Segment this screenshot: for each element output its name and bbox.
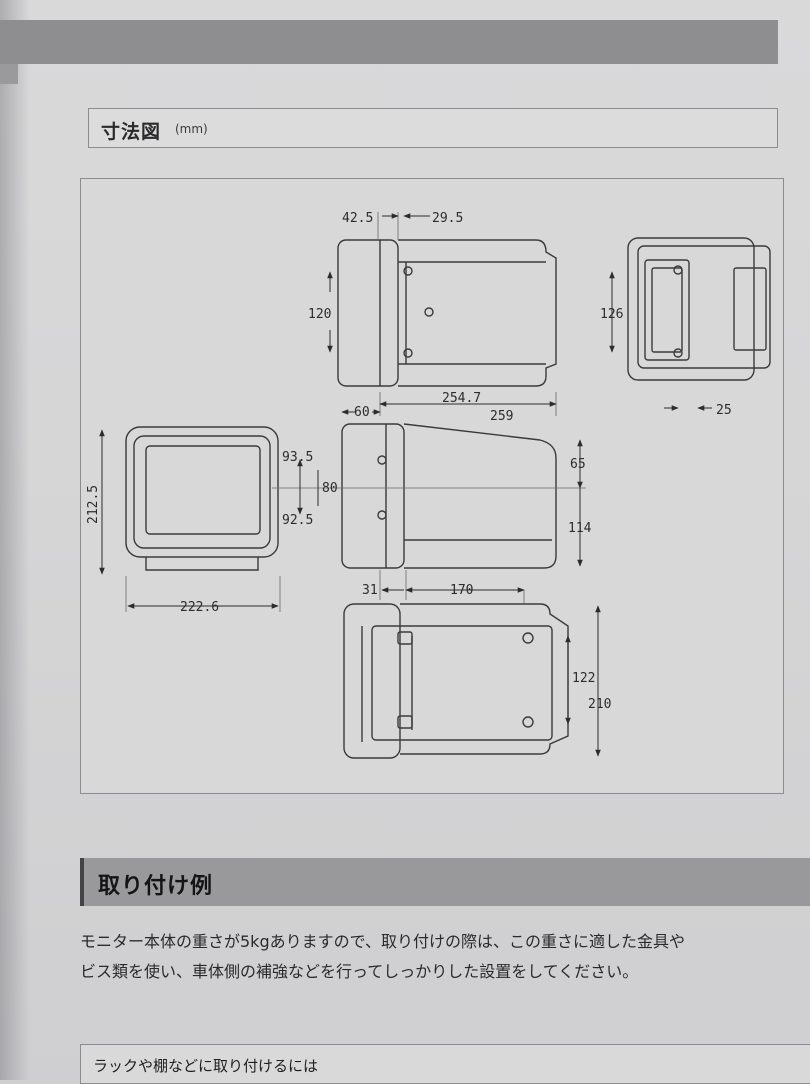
mounting-section-accent xyxy=(80,858,84,906)
dim-label: 170 xyxy=(450,583,473,598)
dim-label: 212.5 xyxy=(86,485,101,524)
mounting-paragraph-line-2: ビス類を使い、車体側の補強などを行ってしっかりした設置をしてください。 xyxy=(80,962,639,981)
dim-label: 122 xyxy=(572,671,595,686)
dim-label: 114 xyxy=(568,521,592,536)
dim-label: 126 xyxy=(600,307,623,322)
side-view-drawing xyxy=(341,423,557,569)
bottom-view-drawing xyxy=(343,603,569,759)
dim-label: 92.5 xyxy=(282,513,313,528)
dim-label: 29.5 xyxy=(432,211,463,226)
dim-label: 65 xyxy=(570,457,586,472)
dimensions-section-header: 寸法図 (mm) xyxy=(88,108,778,148)
mounting-section-header xyxy=(80,858,810,906)
mounting-paragraph-line-1: モニター本体の重さが5kgありますので、取り付けの際は、この重さに適した金具や xyxy=(80,932,685,951)
dim-label: 222.6 xyxy=(180,600,219,615)
dim-label: 254.7 xyxy=(442,391,481,406)
dim-label: 42.5 xyxy=(342,211,373,226)
dim-label: 31 xyxy=(362,583,378,598)
dimensions-unit-label: (mm) xyxy=(175,122,208,136)
top-view-drawing xyxy=(337,239,557,387)
dimension-drawing-frame xyxy=(80,178,784,794)
dim-label: 259 xyxy=(490,409,513,424)
mounting-subsection-title: ラックや棚などに取り付けるには xyxy=(93,1057,319,1075)
mounting-subsection-header: ラックや棚などに取り付けるには xyxy=(80,1044,810,1084)
dim-label: 80 xyxy=(322,481,338,496)
header-band xyxy=(0,20,778,64)
page-gutter-shadow xyxy=(0,0,30,1080)
dim-label: 210 xyxy=(588,697,611,712)
back-view-drawing xyxy=(627,237,771,381)
dim-label: 60 xyxy=(354,405,370,420)
front-view-drawing xyxy=(125,426,279,571)
dimensions-section-title: 寸法図 xyxy=(101,121,162,143)
dim-label: 25 xyxy=(716,403,732,418)
mounting-section-title: 取り付け例 xyxy=(98,874,214,899)
dim-label: 120 xyxy=(308,307,331,322)
dim-label: 93.5 xyxy=(282,450,313,465)
